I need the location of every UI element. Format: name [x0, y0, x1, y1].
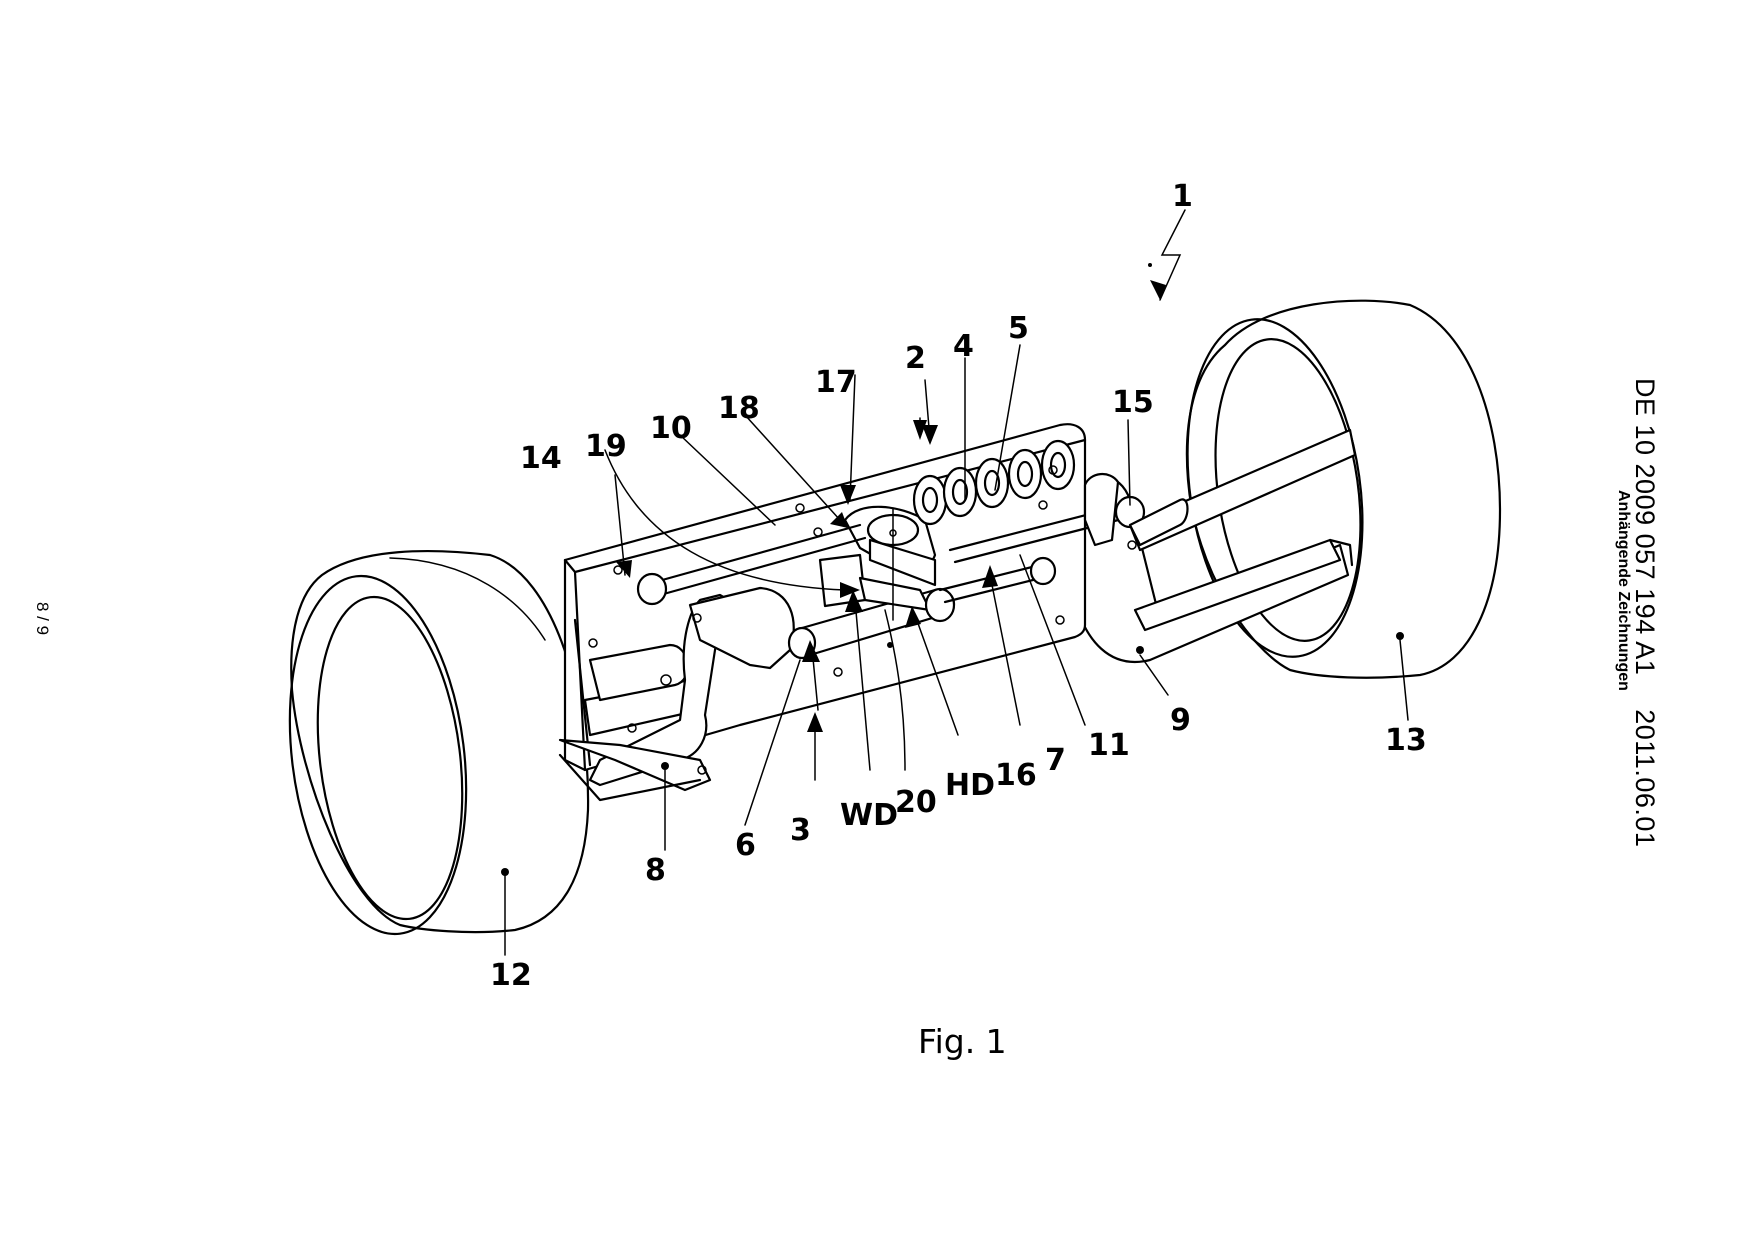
- drawings-note: Anhängende Zeichnungen: [1615, 490, 1632, 691]
- ref-5: 5: [1008, 311, 1029, 346]
- ref-10: 10: [650, 411, 692, 446]
- right-upper-link: [1083, 473, 1189, 547]
- actuator: [818, 505, 956, 623]
- mounting-points: [588, 465, 1137, 775]
- ref-13: 13: [1385, 723, 1427, 758]
- ref-18: 18: [718, 391, 760, 426]
- leader-lines: [504, 209, 1409, 956]
- ref-1: 1: [1172, 179, 1193, 214]
- left-wheel: [288, 549, 590, 936]
- ref-6: 6: [735, 828, 756, 863]
- reference-numerals: 1 2 3 4 5 6 7 8 9 10 11 12 13 14 15 16 1…: [490, 179, 1427, 993]
- ref-15: 15: [1112, 385, 1154, 420]
- ref-11: 11: [1088, 728, 1130, 763]
- publication-number: DE 10 2009 057 194 A1: [1630, 378, 1660, 676]
- ref-8: 8: [645, 853, 666, 888]
- ref-wd: WD: [840, 798, 898, 833]
- publication-date: 2011.06.01: [1630, 709, 1660, 848]
- page-number: 8 / 9: [33, 602, 52, 636]
- ref-12: 12: [490, 958, 532, 993]
- figure-caption: Fig. 1: [918, 1022, 1007, 1061]
- ref-16: 16: [995, 758, 1037, 793]
- ref-9: 9: [1170, 703, 1191, 738]
- left-wheel-carrier: [558, 593, 730, 802]
- ref-7: 7: [1045, 743, 1066, 778]
- ref-4: 4: [953, 329, 974, 364]
- ref-2: 2: [905, 341, 926, 376]
- ref-20: 20: [895, 785, 937, 820]
- ref-hd: HD: [945, 768, 995, 803]
- reference-points: [501, 263, 1404, 876]
- ref-19: 19: [585, 429, 627, 464]
- ref-14: 14: [520, 441, 562, 476]
- ref-17: 17: [815, 365, 857, 400]
- spring-stack: [912, 439, 1076, 526]
- ref-3: 3: [790, 813, 811, 848]
- right-wheel-carrier: [1073, 428, 1357, 663]
- left-link-arm: [688, 586, 795, 670]
